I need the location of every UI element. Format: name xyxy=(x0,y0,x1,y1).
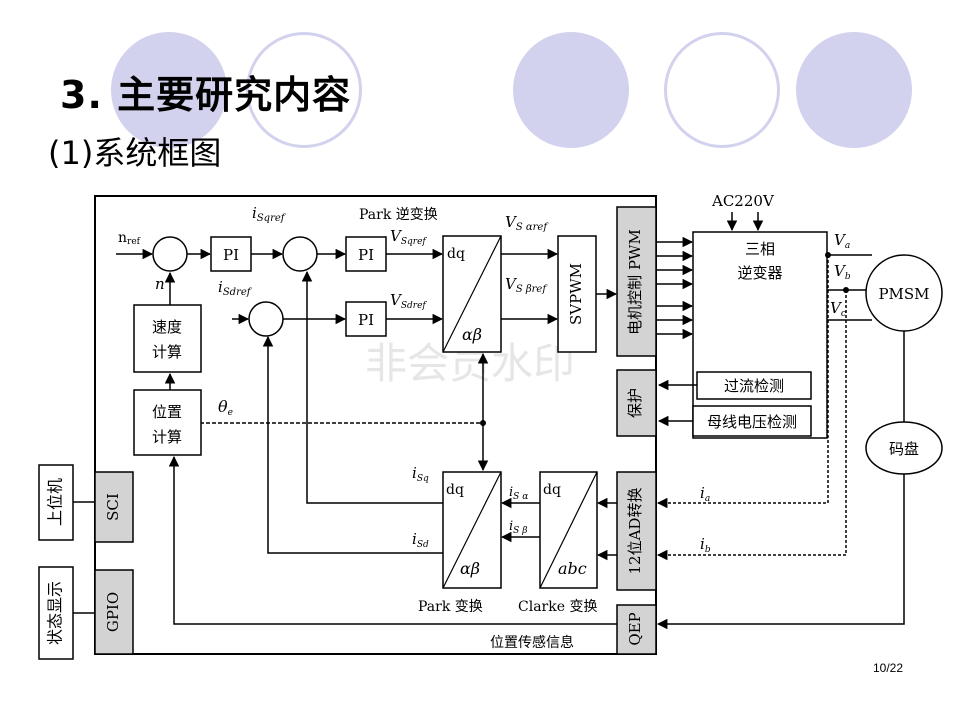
nref-label: nref xyxy=(118,230,141,247)
pos-calc-block xyxy=(133,389,202,456)
speed-calc-label-2: 计算 xyxy=(152,343,182,361)
clarke-bottom-label: abc xyxy=(558,559,587,578)
host-box xyxy=(38,464,74,541)
pos-calc-label-2: 计算 xyxy=(152,428,182,446)
gpio-label: GPIO xyxy=(104,592,122,632)
vsdref-label: VSdref xyxy=(390,291,427,311)
inverse-park-top-label: dq xyxy=(447,246,465,262)
theta-label: θe xyxy=(218,397,233,418)
decor-circle-5 xyxy=(796,32,912,148)
vsalpha-label: VS αref xyxy=(505,213,549,233)
status-box xyxy=(38,566,74,660)
clarke-caption: Clarke 变换 xyxy=(518,598,597,615)
pi-iq-block xyxy=(345,236,387,272)
protect-block xyxy=(616,369,657,437)
decor-circle-1 xyxy=(111,32,227,148)
park-inverse-label: Park 逆变换 xyxy=(359,206,438,223)
pmsm-label: PMSM xyxy=(878,285,929,303)
inverter-label-1: 三相 xyxy=(745,240,775,258)
sum-node-speed xyxy=(152,236,188,272)
sum-node-iq xyxy=(282,236,318,272)
pi-id-label: PI xyxy=(358,311,374,329)
motor-pwm-label: 电机控制 PWM xyxy=(626,229,644,335)
isb-label: iS β xyxy=(509,519,527,536)
qep-block xyxy=(616,604,657,655)
slide-title: 3. 主要研究内容 xyxy=(60,73,352,117)
decor-circle-3 xyxy=(513,32,629,148)
isd-label: iSd xyxy=(412,530,429,550)
isqref-label: iSqref xyxy=(252,204,287,224)
motor-pwm-block xyxy=(616,206,657,357)
isq-label: iSq xyxy=(412,464,429,484)
svpwm-label: SVPWM xyxy=(567,263,585,325)
sum-node-id xyxy=(248,301,284,337)
decor-circle-2 xyxy=(246,32,362,148)
ad-label: 12位AD转换 xyxy=(626,488,644,575)
ia-label: ia xyxy=(700,484,710,504)
sci-label: SCI xyxy=(104,493,122,521)
va-label: Va xyxy=(834,231,850,251)
inverse-park-bottom-label: αβ xyxy=(462,325,482,344)
isa-label: iS α xyxy=(509,485,528,502)
vb-label: Vb xyxy=(834,262,851,282)
busvoltage-label: 母线电压检测 xyxy=(707,413,797,431)
gpio-block xyxy=(94,569,134,655)
host-label: 上位机 xyxy=(46,478,65,526)
pos-calc-label-1: 位置 xyxy=(152,403,182,421)
slide-subtitle: (1)系统框图 xyxy=(48,134,222,172)
decor-circle-4 xyxy=(664,32,780,148)
isdref-label: iSdref xyxy=(218,278,253,298)
vc-label: Vc xyxy=(830,299,846,319)
n-feedback-label: n xyxy=(155,275,165,293)
busvoltage-block xyxy=(692,405,812,437)
page-number: 10/22 xyxy=(873,661,904,675)
speed-calc-block xyxy=(133,304,202,373)
park-bottom-label: αβ xyxy=(460,559,480,578)
pi-id-block xyxy=(345,301,387,337)
status-label: 状态显示 xyxy=(46,581,65,645)
svpwm-block xyxy=(557,235,597,353)
overcurrent-block xyxy=(696,371,812,400)
protect-label: 保护 xyxy=(626,388,644,418)
encoder-label: 码盘 xyxy=(889,440,919,458)
speed-calc-label-1: 速度 xyxy=(152,318,182,336)
ac-label: AC220V xyxy=(711,192,775,210)
pi-iq-label: PI xyxy=(358,246,374,264)
sci-block xyxy=(94,471,134,543)
inverter-block xyxy=(692,231,828,439)
park-top-label: dq xyxy=(446,482,464,498)
park-caption: Park 变换 xyxy=(418,598,483,615)
pos-sensor-label: 位置传感信息 xyxy=(490,634,574,651)
vsqref-label: VSqref xyxy=(390,227,427,247)
ib-label: ib xyxy=(700,535,711,555)
vsbeta-label: VS βref xyxy=(505,275,548,295)
overcurrent-label: 过流检测 xyxy=(724,377,784,395)
pi-speed-label: PI xyxy=(223,246,239,264)
qep-label: QEP xyxy=(626,612,644,645)
clarke-top-label: dq xyxy=(543,482,561,498)
inverter-label-2: 逆变器 xyxy=(737,264,782,282)
ad-block xyxy=(616,471,657,591)
